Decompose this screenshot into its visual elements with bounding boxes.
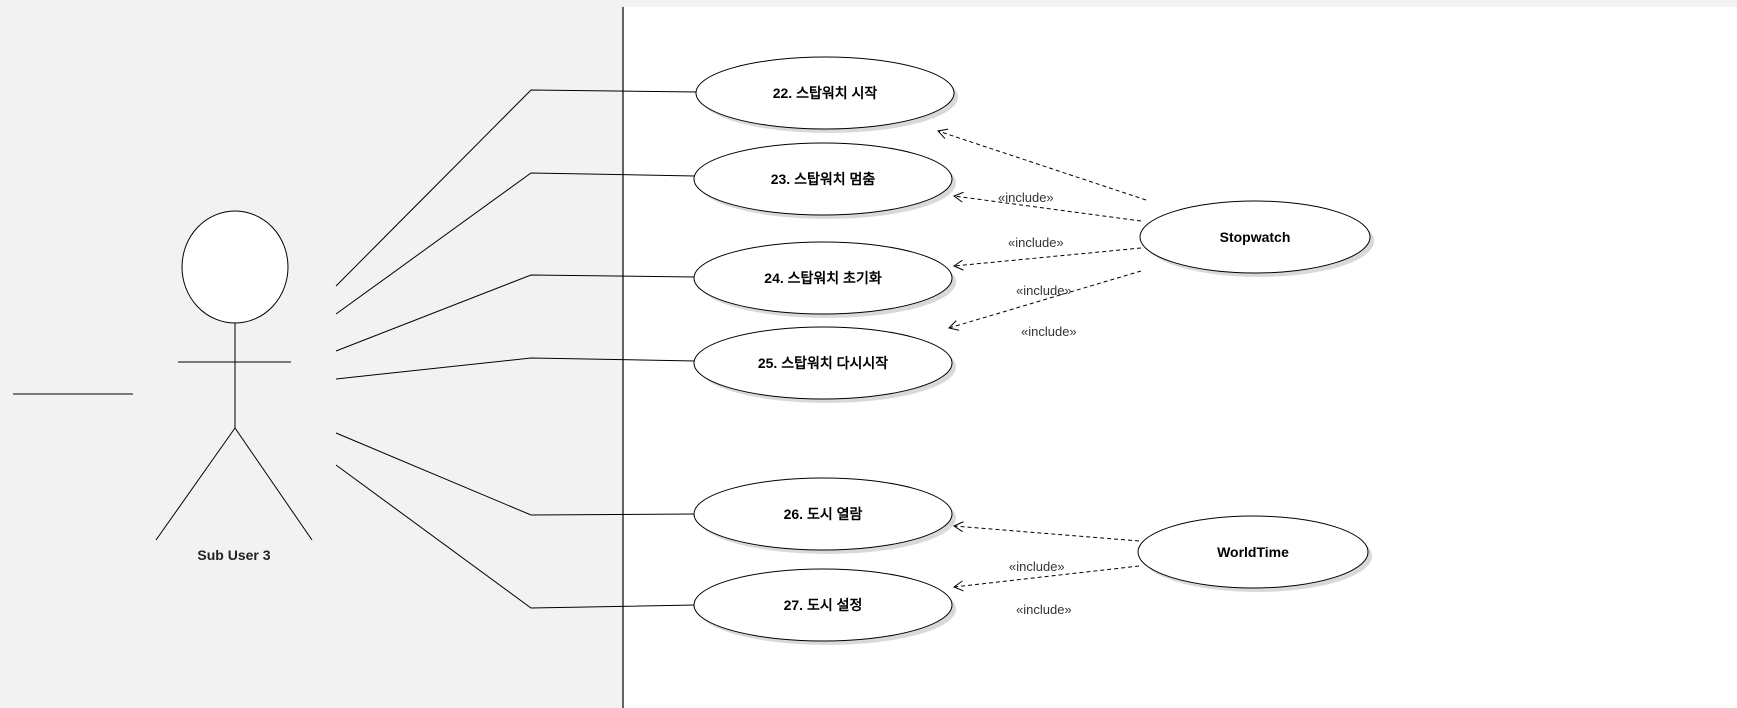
actor-right-leg bbox=[234, 427, 313, 541]
use-case-26-shape bbox=[693, 477, 953, 551]
include-dependencies bbox=[937, 128, 1147, 592]
use-case-23-shape bbox=[693, 142, 953, 216]
include-arrow-25 bbox=[948, 270, 1142, 331]
actor-name: Sub User 3 bbox=[197, 547, 270, 563]
include-arrow-24 bbox=[952, 247, 1142, 271]
use-case-26[interactable]: 26. 도시 열람 bbox=[693, 477, 956, 554]
use-case-24-label: 24. 스탑워치 초기화 bbox=[764, 270, 882, 286]
association-23 bbox=[335, 172, 696, 315]
include-label-27: «include» bbox=[1016, 602, 1072, 617]
use-case-27-shape bbox=[693, 568, 953, 642]
worldtime-label: WorldTime bbox=[1217, 544, 1289, 560]
use-case-22-label: 22. 스탑워치 시작 bbox=[773, 85, 878, 101]
association-26 bbox=[335, 432, 696, 516]
use-case-27-label: 27. 도시 설정 bbox=[784, 597, 863, 613]
use-case-25-shape bbox=[693, 326, 953, 400]
stopwatch-shape bbox=[1139, 200, 1371, 274]
use-case-27[interactable]: 27. 도시 설정 bbox=[693, 568, 956, 645]
use-case-23-label: 23. 스탑워치 멈춤 bbox=[771, 171, 876, 187]
association-25 bbox=[335, 357, 696, 380]
association-24 bbox=[335, 274, 696, 352]
use-case-25[interactable]: 25. 스탑워치 다시시작 bbox=[693, 326, 956, 403]
actor-left-leg bbox=[155, 427, 236, 541]
include-label-25a: «include» bbox=[1016, 283, 1072, 298]
include-arrow-22 bbox=[937, 128, 1147, 201]
use-case-25-label: 25. 스탑워치 다시시작 bbox=[758, 355, 888, 371]
include-label-26: «include» bbox=[1009, 559, 1065, 574]
include-label-23: «include» bbox=[998, 190, 1054, 205]
actor-head bbox=[181, 210, 289, 324]
use-case-22[interactable]: 22. 스탑워치 시작 bbox=[695, 56, 958, 133]
use-case-24-shape bbox=[693, 241, 953, 315]
worldtime-shape bbox=[1137, 515, 1369, 589]
associations bbox=[335, 89, 698, 609]
include-arrow-27 bbox=[952, 565, 1140, 592]
include-arrow-26 bbox=[952, 521, 1140, 542]
actor-sub-user-3[interactable]: Sub User 3 bbox=[155, 210, 313, 563]
stopwatch-node[interactable]: Stopwatch bbox=[1139, 200, 1374, 277]
association-27 bbox=[335, 464, 696, 609]
include-arrow-23 bbox=[952, 191, 1142, 222]
top-strip bbox=[623, 0, 1737, 7]
include-label-25b: «include» bbox=[1021, 324, 1077, 339]
use-case-22-shape bbox=[695, 56, 955, 130]
use-case-23[interactable]: 23. 스탑워치 멈춤 bbox=[693, 142, 956, 219]
system-boundary-left-area bbox=[0, 0, 623, 708]
use-case-24[interactable]: 24. 스탑워치 초기화 bbox=[693, 241, 956, 318]
include-label-24: «include» bbox=[1008, 235, 1064, 250]
include-labels: «include» «include» «include» «include» … bbox=[998, 190, 1077, 617]
stopwatch-label: Stopwatch bbox=[1220, 229, 1291, 245]
association-22 bbox=[335, 89, 698, 287]
worldtime-node[interactable]: WorldTime bbox=[1137, 515, 1372, 592]
use-case-26-label: 26. 도시 열람 bbox=[784, 506, 863, 522]
